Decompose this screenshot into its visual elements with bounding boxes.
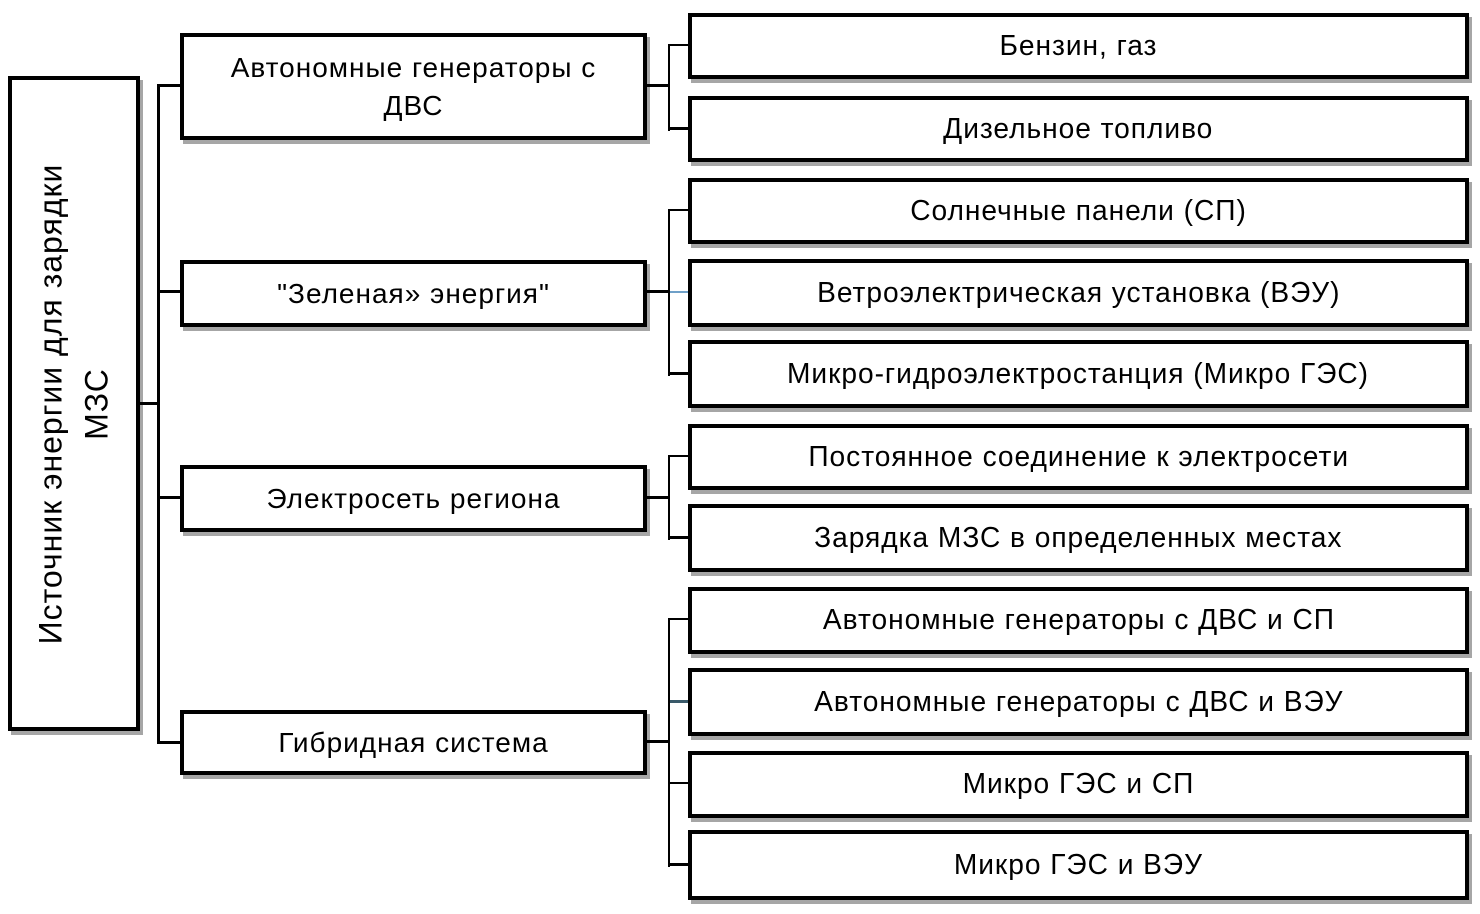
connector-g4-stub bbox=[647, 740, 668, 743]
connector-g4-child4 bbox=[670, 863, 688, 866]
leaf-box-dvs-and-sp: Автономные генераторы с ДВС и СП bbox=[688, 587, 1469, 654]
connector-g2-child1 bbox=[670, 209, 688, 211]
connector-g4-child3 bbox=[670, 782, 688, 784]
connector-g2-trunk bbox=[668, 209, 670, 376]
leaf-box-micro-ges-and-veu: Микро ГЭС и ВЭУ bbox=[688, 830, 1469, 900]
connector-g2-child2-accent bbox=[670, 291, 688, 293]
connector-branch1-stub bbox=[160, 84, 180, 87]
branch-box-green-energy: "Зеленая» энергия" bbox=[180, 260, 647, 327]
leaf-box-benzin-gaz: Бензин, газ bbox=[688, 13, 1469, 79]
leaf-label: Бензин, газ bbox=[999, 29, 1158, 62]
leaf-label: Зарядка МЗС в определенных местах bbox=[814, 521, 1343, 554]
connector-g1-stub bbox=[647, 84, 668, 87]
connector-left-trunk bbox=[157, 84, 160, 744]
leaf-label: Ветроэлектрическая установка (ВЭУ) bbox=[816, 276, 1341, 309]
connector-g1-child1 bbox=[670, 44, 688, 46]
leaf-box-solar-panels: Солнечные панели (СП) bbox=[688, 178, 1469, 244]
connector-g4-child1 bbox=[670, 618, 688, 620]
connector-g2-child3 bbox=[670, 372, 688, 375]
root-label-line1: Источник энергии для зарядки bbox=[32, 163, 69, 644]
connector-branch2-stub bbox=[160, 290, 180, 293]
root-box: Источник энергии для зарядки МЗС bbox=[8, 76, 140, 731]
connector-root-stub bbox=[138, 402, 157, 405]
connector-g1-trunk bbox=[668, 44, 670, 131]
leaf-box-wind-unit: Ветроэлектрическая установка (ВЭУ) bbox=[688, 259, 1469, 327]
branch-label: Электросеть региона bbox=[266, 482, 561, 514]
branch-box-hybrid-system: Гибридная система bbox=[180, 710, 647, 775]
connector-g2-stub bbox=[647, 290, 668, 293]
connector-branch3-stub bbox=[160, 496, 180, 499]
leaf-label: Солнечные панели (СП) bbox=[910, 194, 1247, 227]
leaf-box-diesel: Дизельное топливо bbox=[688, 96, 1469, 162]
branch-box-autonomous-generators: Автономные генераторы с ДВС bbox=[180, 33, 647, 140]
connector-g3-child1 bbox=[670, 455, 688, 457]
leaf-label: Автономные генераторы с ДВС и ВЭУ bbox=[813, 685, 1344, 718]
connector-g3-stub bbox=[647, 496, 668, 499]
branch-label: "Зеленая» энергия" bbox=[277, 277, 550, 309]
leaf-label: Микро ГЭС и СП bbox=[962, 768, 1195, 801]
root-label-line2: МЗС bbox=[79, 367, 115, 440]
leaf-box-charging-at-locations: Зарядка МЗС в определенных местах bbox=[688, 504, 1469, 572]
leaf-box-dvs-and-veu: Автономные генераторы с ДВС и ВЭУ bbox=[688, 668, 1469, 736]
root-label: Источник энергии для зарядки МЗС bbox=[28, 84, 121, 724]
leaf-box-permanent-grid-connection: Постоянное соединение к электросети bbox=[688, 424, 1469, 490]
connector-g3-child2 bbox=[670, 536, 688, 539]
leaf-box-micro-hydro: Микро-гидроэлектростанция (Микро ГЭС) bbox=[688, 340, 1469, 408]
leaf-label: Автономные генераторы с ДВС и СП bbox=[822, 604, 1335, 637]
branch-label: Автономные генераторы с ДВС bbox=[230, 51, 597, 121]
connector-g3-trunk bbox=[668, 455, 670, 540]
branch-label: Гибридная система bbox=[278, 726, 549, 758]
leaf-label: Микро ГЭС и ВЭУ bbox=[953, 848, 1204, 881]
leaf-box-micro-ges-and-sp: Микро ГЭС и СП bbox=[688, 751, 1469, 818]
connector-g1-child2 bbox=[670, 127, 688, 130]
leaf-label: Дизельное топливо bbox=[943, 112, 1214, 145]
leaf-label: Постоянное соединение к электросети bbox=[808, 440, 1349, 473]
branch-box-regional-grid: Электросеть региона bbox=[180, 465, 647, 532]
connector-branch4-stub bbox=[160, 741, 180, 744]
leaf-label: Микро-гидроэлектростанция (Микро ГЭС) bbox=[787, 357, 1370, 390]
connector-g4-trunk bbox=[668, 618, 670, 867]
connector-g4-child2-accent bbox=[670, 700, 688, 703]
